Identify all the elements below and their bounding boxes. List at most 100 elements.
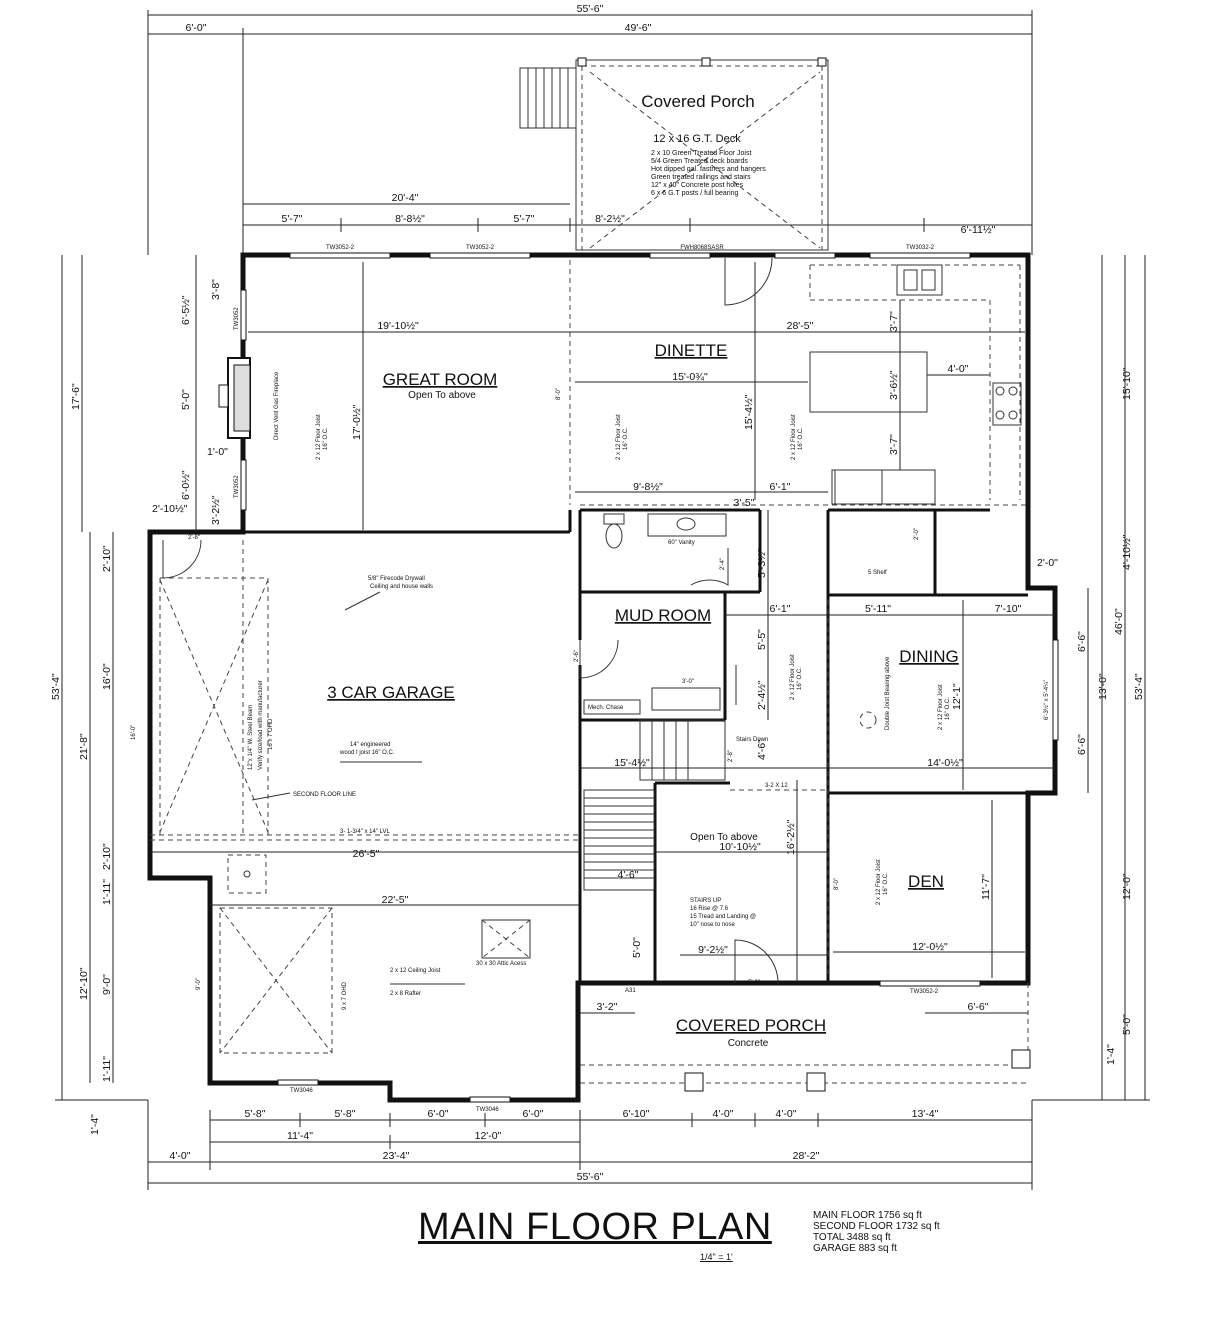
fireplace-note: Direct Vent Gas Fireplace <box>274 371 280 440</box>
vanity-note: 60" Vanity <box>668 540 695 546</box>
dim-35: 3'-5" <box>734 497 755 509</box>
dim-r10: 5'-0" <box>1121 1014 1133 1035</box>
label-open-above: Open To above <box>690 832 758 843</box>
drywall-note-2: Ceiling and house walls <box>370 584 433 590</box>
dim-d4: 8'-2½" <box>595 213 625 225</box>
dim-b5: 6'-10" <box>623 1108 650 1120</box>
dim-bottom-total: 55'-6" <box>577 1171 604 1183</box>
dim-top-left: 6'-0" <box>186 22 207 34</box>
dim-b6: 4'-0" <box>713 1108 734 1120</box>
stairs <box>583 687 726 891</box>
dim-l13: 9'-0" <box>101 974 113 995</box>
label-covered-porch-front: COVERED PORCH <box>676 1016 826 1035</box>
label-deck: 12 x 16 G.T. Deck <box>653 133 741 145</box>
interior-dimensions: 19'-10½" 28'-5" 17'-0½" 15'-0¾" 15'-4½" … <box>131 262 1055 1014</box>
dim-gar-w2: 22'-5" <box>382 894 409 906</box>
joist-note-din1: 2 x 12 Floor Joist <box>616 414 622 460</box>
dim-d1: 5'-7" <box>282 213 303 225</box>
deck-note-4: Green treated railings and stairs <box>651 174 751 181</box>
dim-din-15: 15'-0¾" <box>672 371 708 383</box>
window-w9: TW3052-2 <box>910 989 939 995</box>
top-dimensions: 55'-6" 6'-0" 49'-6" 20'-4" 5'-7" 8'-8½" … <box>147 3 1033 255</box>
dim-din-w: 28'-5" <box>787 320 814 332</box>
mech-chase-note: Mech. Chase <box>588 705 624 711</box>
dim-l16: 17'-6" <box>70 383 82 410</box>
dim-k2: 3'-6½" <box>888 370 900 400</box>
stairs-up-3: 15 Tread and Landing @ <box>690 914 756 920</box>
left-dimensions: 3'-8" 6'-5½" 5'-0" 1'-0" 6'-0½" 3'-2½" 2… <box>50 255 228 1135</box>
room-labels: GREAT ROOM Open To above DINETTE MUD ROO… <box>327 341 959 1049</box>
dim-l4: 1'-0" <box>207 446 228 458</box>
dim-gr-h: 17'-0½" <box>351 404 363 440</box>
beam-2x12-note: 3-2 X 12 <box>765 783 788 789</box>
label-mud-room: MUD ROOM <box>615 606 711 625</box>
dim-den-w: 12'-0½" <box>912 941 948 953</box>
area-second-floor: SECOND FLOOR 1732 sq ft <box>813 1221 940 1232</box>
dim-l11: 2'-10" <box>101 843 113 870</box>
window-w8: TW3046 <box>476 1107 499 1113</box>
dim-r1: 15'-10" <box>1121 367 1133 400</box>
rear-deck: Covered Porch 12 x 16 G.T. Deck 2 x 10 G… <box>519 57 829 251</box>
dim-98: 9'-8½" <box>633 481 663 493</box>
dim-x86: 8'-0" <box>834 878 840 890</box>
area-total: TOTAL 3488 sq ft <box>813 1232 891 1243</box>
label-garage: 3 CAR GARAGE <box>327 683 455 702</box>
dim-m7: 4'-6" <box>756 739 768 760</box>
dim-e1: 4'-0" <box>170 1150 191 1162</box>
deck-note-2: 5/4 Green Treated deck boards <box>651 158 748 165</box>
dim-b8: 13'-4" <box>912 1108 939 1120</box>
deck-note-3: Hot dipped gal. fastners and hangers <box>651 166 766 173</box>
beam-note-1: 12"x 1/4" W. Steel Beam <box>248 705 254 770</box>
dim-x28b: 2'-8" <box>728 750 734 762</box>
oc-note-din2: 16" O.C. <box>798 427 804 450</box>
window-w10: A31 <box>625 988 636 994</box>
stairs-up-4: 10" nose to nose <box>690 922 735 928</box>
dim-d5: 6'-11½" <box>961 224 996 236</box>
oc-note-dining: 16" O.C. <box>945 697 951 720</box>
dim-61: 6'-1" <box>770 481 791 493</box>
dim-d2: 8'-8½" <box>395 213 425 225</box>
dim-e2: 23'-4" <box>383 1150 410 1162</box>
label-dining: DINING <box>899 647 959 666</box>
dim-r8: 53'-4" <box>1133 673 1145 700</box>
rafter-note: 2 x 8 Rafter <box>390 991 421 997</box>
dim-l3: 5'-0" <box>180 389 192 410</box>
dim-e3: 28'-2" <box>793 1150 820 1162</box>
window-w5: TW3052 <box>234 307 240 330</box>
dim-top-total: 55'-6" <box>577 3 604 15</box>
dim-r6: 6'-6" <box>1076 734 1088 755</box>
dim-p2: 9'-2½" <box>698 944 728 956</box>
dim-x50: 5'-0" <box>748 980 760 986</box>
dim-r3: 2'-0" <box>1037 557 1058 569</box>
dim-p5: 6'-6" <box>968 1001 989 1013</box>
area-summary: MAIN FLOOR 1756 sq ft SECOND FLOOR 1732 … <box>813 1210 940 1254</box>
dim-m2: 5'-11" <box>865 603 891 615</box>
kitchen <box>809 264 1022 505</box>
label-covered-porch-front-sub: Concrete <box>728 1038 769 1049</box>
dim-m1: 6'-1" <box>770 603 791 615</box>
drywall-note-1: 5/8" Firecode Drywall <box>368 576 425 582</box>
dim-l18: 1'-4" <box>89 1114 101 1135</box>
dim-l1: 3'-8" <box>210 279 222 300</box>
dim-m3: 7'-10" <box>995 603 1022 615</box>
bottom-dimensions: 5'-8" 5'-8" 6'-0" 6'-0" 6'-10" 4'-0" 4'-… <box>147 1100 1033 1190</box>
dim-island-w: 4'-0" <box>948 363 969 375</box>
deck-note-6: 6 x 6 G.T posts / full bearing <box>651 190 739 197</box>
ohd-16-note: 16 x 7 OHD <box>268 718 274 750</box>
label-den: DEN <box>908 872 944 891</box>
dim-d3: 5'-7" <box>514 213 535 225</box>
dim-l2: 6'-5½" <box>180 295 192 325</box>
dim-dining-h: 12'-1" <box>951 683 963 710</box>
window-w7: TW3046 <box>290 1088 313 1094</box>
second-floor-line-note: SECOND FLOOR LINE <box>293 792 356 798</box>
dim-l17: 53'-4" <box>50 673 62 700</box>
dim-r9: 12'-0" <box>1121 873 1133 900</box>
dim-x30: 3'-0" <box>682 679 694 685</box>
dim-deck-width: 20'-4" <box>392 192 419 204</box>
dim-den-10: 10'-10½" <box>719 841 761 853</box>
dim-c1: 11'-4" <box>287 1130 313 1142</box>
dim-x26: 2'-6" <box>574 650 580 662</box>
dim-l15: 1'-11" <box>101 1056 113 1082</box>
area-garage: GARAGE 883 sq ft <box>813 1243 897 1254</box>
